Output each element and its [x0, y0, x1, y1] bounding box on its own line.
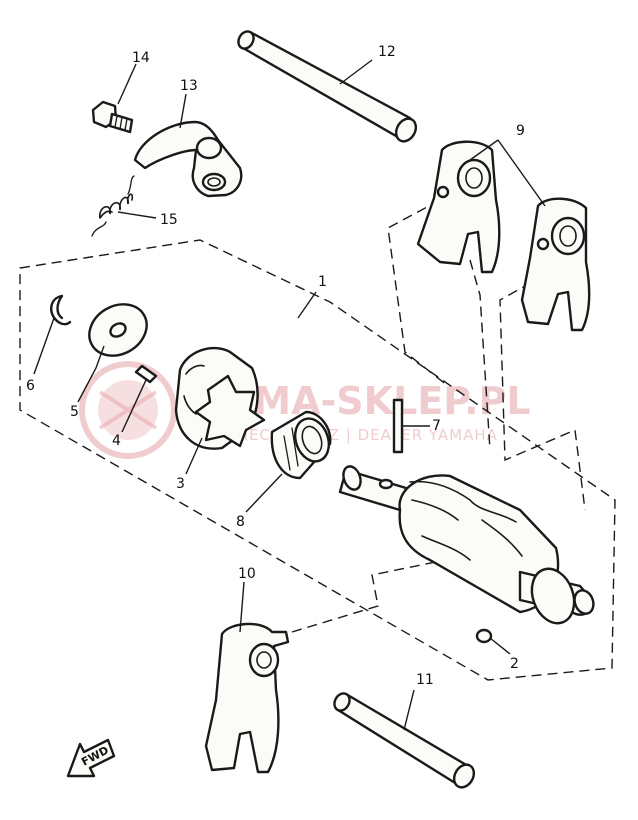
- callout-15: 15: [160, 212, 178, 228]
- shift-fork-9-lower: [520, 197, 591, 332]
- shift-fork-10: [204, 622, 290, 774]
- callout-2: 2: [510, 656, 519, 672]
- spring-15: [91, 175, 135, 237]
- callout-4: 4: [112, 433, 121, 449]
- callout-13: 13: [180, 78, 198, 94]
- callout-6: 6: [26, 378, 35, 394]
- dowel-pin-4: [134, 364, 158, 384]
- screw-2: [475, 628, 493, 644]
- circlip-6: [50, 294, 72, 326]
- stopper-lever-13: [133, 120, 243, 198]
- shift-fork-9-upper: [416, 140, 501, 274]
- callout-labels: 1 2 3 4 5 6 7 8 9 10 11 12 13 14 15: [26, 44, 525, 688]
- fork-guide-lines: [387, 199, 586, 511]
- callout-11: 11: [416, 672, 434, 688]
- callout-5: 5: [70, 404, 79, 420]
- watermark-logo-icon: [79, 361, 177, 459]
- callout-14: 14: [132, 50, 150, 66]
- pin-7: [392, 398, 404, 454]
- callout-1: 1: [318, 274, 327, 290]
- segment-3: [174, 346, 266, 450]
- forward-arrow-icon: FWD: [66, 738, 116, 778]
- fork10-guide-line: [291, 554, 471, 633]
- callout-8: 8: [236, 514, 245, 530]
- washer-5: [88, 303, 148, 357]
- assembly-outline: [19, 239, 616, 681]
- callout-12: 12: [378, 44, 396, 60]
- bearing-8: [270, 410, 332, 480]
- callout-9: 9: [516, 123, 525, 139]
- callout-7: 7: [432, 418, 441, 434]
- callout-10: 10: [238, 566, 256, 582]
- shift-cam-drum-1: [338, 465, 595, 625]
- guide-bar-12: [237, 30, 418, 143]
- leader-lines: [33, 59, 546, 731]
- bolt-14: [91, 100, 134, 134]
- guide-bar-11: [333, 692, 476, 789]
- callout-3: 3: [176, 476, 185, 492]
